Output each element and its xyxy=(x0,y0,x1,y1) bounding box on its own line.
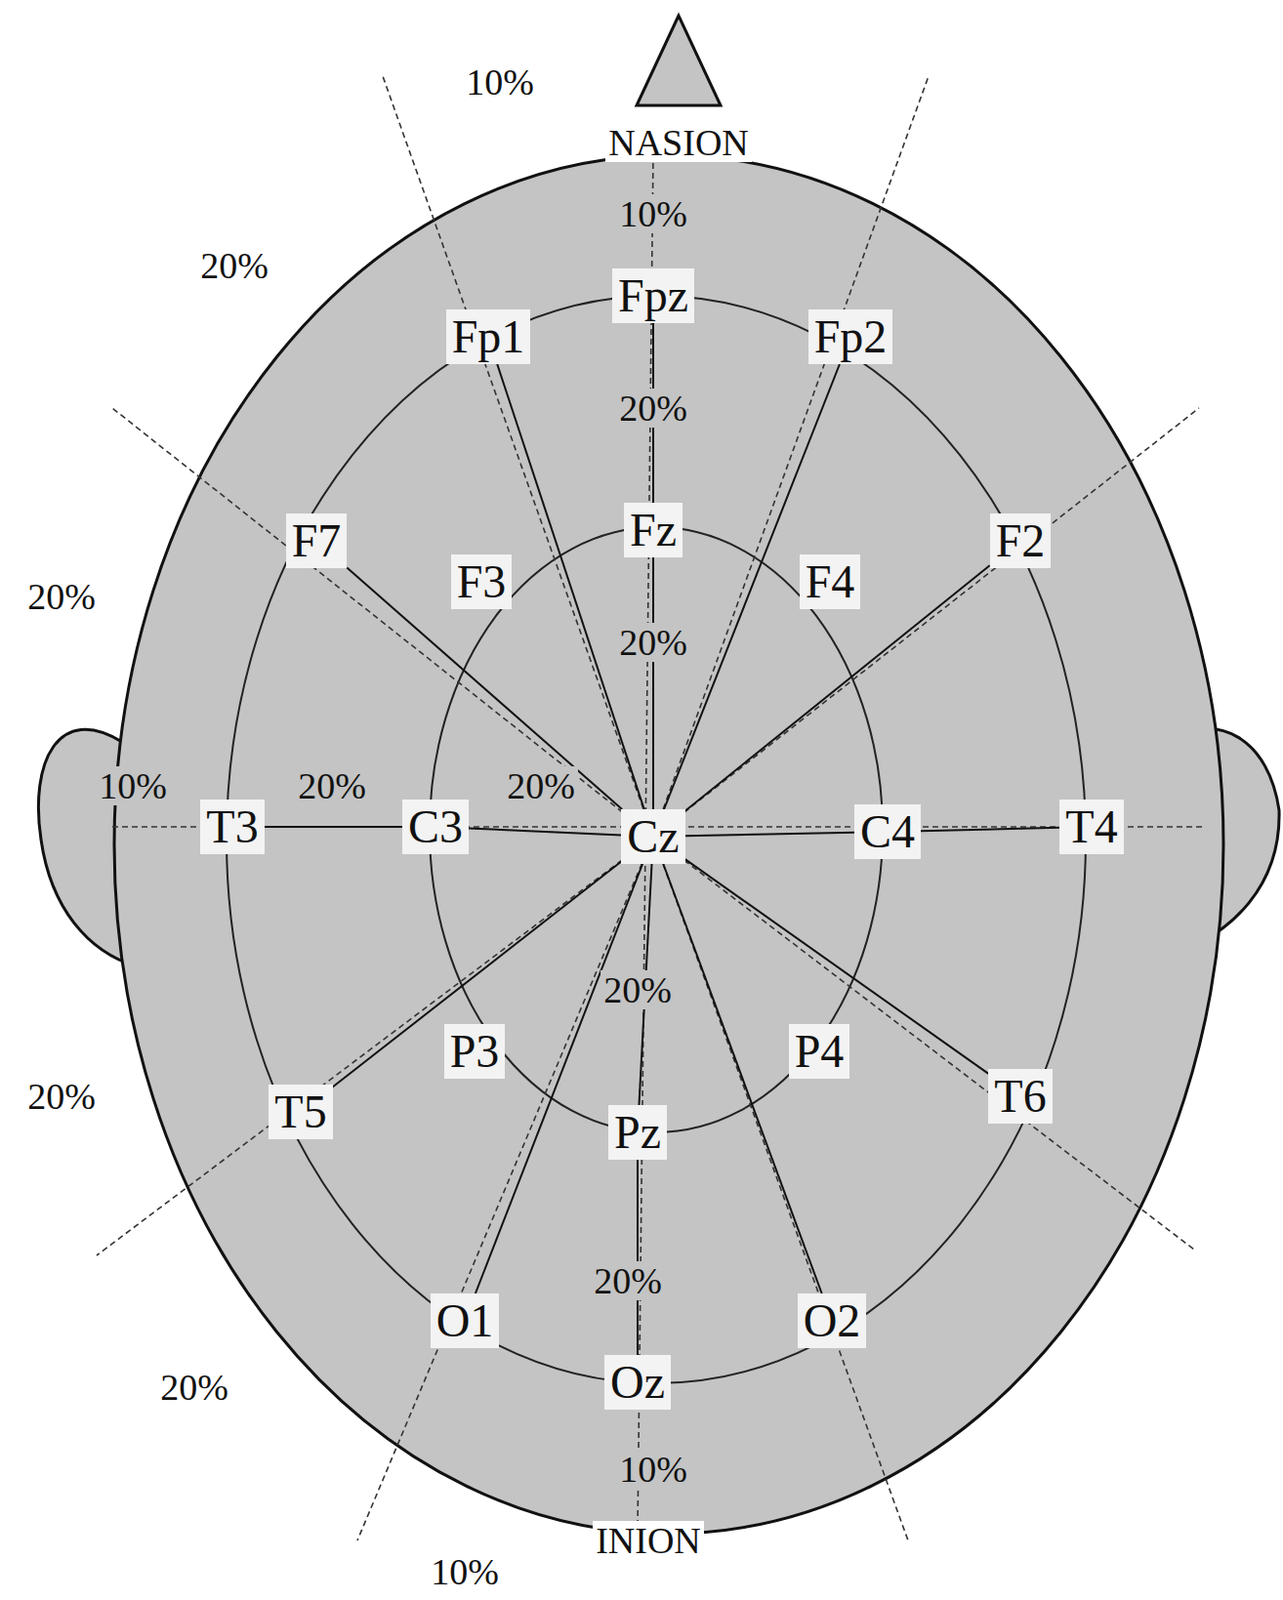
electrode-name: T4 xyxy=(1065,801,1118,853)
percentage-label: 10% xyxy=(95,766,170,806)
outer-ring xyxy=(226,295,1086,1384)
percentage-label: 20% xyxy=(590,1261,665,1301)
percentage-label: 20% xyxy=(294,766,370,806)
electrode-label: Cz xyxy=(620,809,685,865)
electrode-line xyxy=(652,557,655,810)
electrode-label: F7 xyxy=(286,513,348,569)
landmark-label: NASION xyxy=(605,123,752,163)
percentage-label: 10% xyxy=(616,194,691,234)
electrode-name: Oz xyxy=(610,1357,665,1408)
head-outline xyxy=(114,155,1224,1534)
electrode-name: T3 xyxy=(206,801,258,853)
electrode-name: Pz xyxy=(614,1107,662,1159)
percentage-label: 20% xyxy=(197,246,272,286)
electrode-label: F4 xyxy=(799,554,862,610)
electrode-name: P3 xyxy=(450,1026,500,1077)
landmark-label: INION xyxy=(592,1521,704,1561)
percentage-label: 20% xyxy=(616,622,691,663)
percentage-label: 10% xyxy=(616,1449,691,1490)
electrode-line xyxy=(475,864,643,1294)
electrode-label: O1 xyxy=(430,1293,500,1349)
percentage-label: 20% xyxy=(24,1076,99,1117)
electrode-name: F4 xyxy=(805,556,856,608)
electrode-line xyxy=(662,864,822,1294)
percentage-label: 20% xyxy=(503,766,579,806)
electrode-line xyxy=(685,832,855,837)
electrode-name: F3 xyxy=(456,556,507,608)
electrode-name: O2 xyxy=(803,1295,862,1347)
electrode-name: C4 xyxy=(860,806,915,858)
reference-lines xyxy=(96,76,1204,1541)
electrode-label: Fz xyxy=(623,502,683,558)
electrode-name: F2 xyxy=(995,515,1046,567)
inner-ring xyxy=(429,527,883,1133)
percentage-label: 20% xyxy=(24,577,99,617)
electrode-line xyxy=(332,862,622,1088)
electrode-label: T3 xyxy=(200,799,264,855)
electrode-label: Fpz xyxy=(612,268,695,324)
electrode-label: F3 xyxy=(451,554,513,610)
electrode-label: C3 xyxy=(402,799,469,855)
electrode-line xyxy=(468,828,621,836)
electrode-label: T5 xyxy=(268,1084,332,1140)
electrode-name: F7 xyxy=(291,515,342,567)
electrode-label: O2 xyxy=(797,1293,868,1349)
electrode-line xyxy=(920,827,1060,831)
electrode-name: Fp2 xyxy=(814,311,888,363)
electrode-name: T6 xyxy=(993,1071,1046,1122)
electrode-name: Cz xyxy=(626,811,679,863)
electrode-label: T4 xyxy=(1059,799,1123,855)
electrode-name: Fp1 xyxy=(452,311,526,363)
electrode-label: Pz xyxy=(608,1105,667,1160)
electrode-line xyxy=(496,364,645,810)
electrode-name: Fpz xyxy=(618,270,689,322)
electrode-name: T5 xyxy=(274,1086,327,1138)
nose xyxy=(636,15,721,106)
electrode-label: Fp2 xyxy=(808,309,894,365)
percentage-label: 20% xyxy=(157,1367,232,1408)
percentage-label: 10% xyxy=(462,62,538,102)
electrode-name: P4 xyxy=(794,1026,845,1077)
electrode-line xyxy=(636,1159,639,1356)
electrode-label: C4 xyxy=(854,804,921,860)
electrode-label: P4 xyxy=(788,1024,851,1079)
electrode-line xyxy=(264,826,403,828)
electrode-name: C3 xyxy=(408,801,463,853)
electrode-label: Fp1 xyxy=(446,309,532,365)
percentage-label: 20% xyxy=(600,970,675,1010)
electrode-label: T6 xyxy=(988,1069,1052,1124)
electrode-label: P3 xyxy=(444,1024,506,1079)
electrode-name: O1 xyxy=(436,1295,495,1347)
electrode-name: Fz xyxy=(629,504,677,556)
electrode-label: Oz xyxy=(604,1355,671,1410)
percentage-label: 20% xyxy=(616,388,691,428)
electrode-label: F2 xyxy=(990,513,1052,569)
percentage-label: 10% xyxy=(427,1552,502,1592)
